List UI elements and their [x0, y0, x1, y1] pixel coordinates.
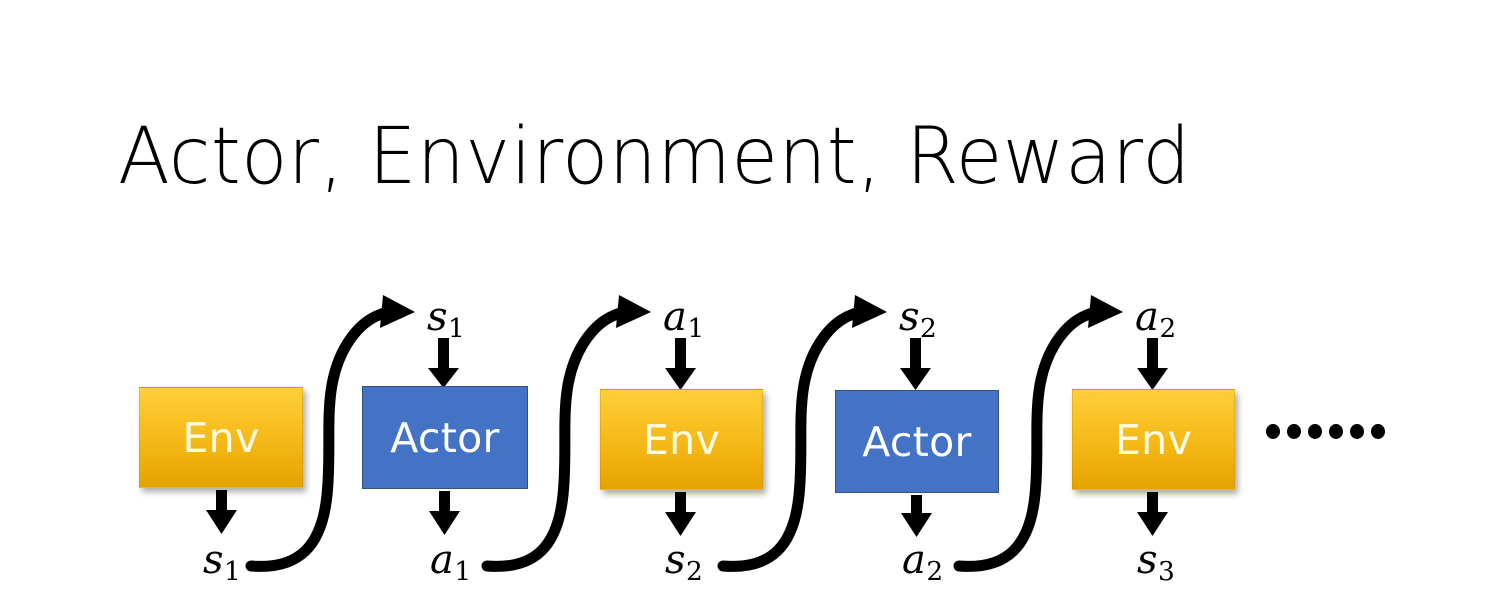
node-actor-2[interactable]: Actor [835, 390, 999, 493]
curved-arrow-group [245, 295, 1123, 572]
node-env-1-label: Env [182, 413, 260, 462]
label-a2-top: a2 [1135, 297, 1176, 343]
label-a2-bottom-sub: 2 [926, 556, 944, 588]
label-a2-top-sub: 2 [1159, 313, 1177, 345]
label-s2-bottom-base: s [665, 537, 686, 583]
arrow-s2-into-actor-2 [900, 338, 931, 390]
label-s1-top-base: s [427, 294, 448, 340]
label-a2-bottom: a2 [902, 540, 943, 586]
arrow-actor-2-to-a2 [901, 495, 932, 537]
node-env-2[interactable]: Env [600, 389, 763, 490]
label-s3-bottom-sub: 3 [1158, 556, 1175, 588]
label-s2-top-base: s [899, 294, 920, 340]
arrow-a2-into-env-3 [1137, 338, 1168, 390]
label-s2-bottom: s2 [665, 540, 703, 586]
curved-arrow-a1-feedback [481, 295, 651, 572]
label-s3-bottom-base: s [1137, 537, 1158, 583]
ellipsis-dot [1329, 424, 1343, 439]
node-env-3-label: Env [1114, 415, 1193, 464]
curved-arrow-s1-feedback [245, 295, 415, 572]
label-s1-bottom-base: s [203, 537, 224, 583]
arrow-env-2-to-s2 [665, 492, 696, 536]
curved-arrow-a2-feedback [953, 295, 1123, 572]
arrow-a1-into-env-2 [665, 338, 696, 390]
label-a1-bottom: a1 [430, 540, 471, 586]
node-actor-2-label: Actor [862, 417, 972, 466]
ellipsis-dot [1371, 424, 1385, 439]
label-s1-bottom: s1 [203, 540, 241, 586]
label-a1-top: a1 [663, 297, 704, 343]
ellipsis-dot [1287, 424, 1301, 439]
node-env-3[interactable]: Env [1072, 389, 1235, 490]
label-s1-top-sub: 1 [448, 313, 465, 345]
curved-arrow-s2-feedback [717, 295, 887, 572]
node-env-1[interactable]: Env [139, 387, 303, 488]
arrow-env-1-to-s1 [206, 490, 237, 534]
label-s2-top: s2 [899, 297, 937, 343]
ellipsis-dot [1266, 424, 1280, 439]
ellipsis-group-1 [1266, 424, 1322, 439]
arrow-env-3-to-s3 [1137, 492, 1168, 536]
ellipsis-continuation [1266, 424, 1385, 439]
arrow-s1-into-actor-1 [428, 338, 459, 388]
ellipsis-dot [1308, 424, 1322, 439]
label-s1-bottom-sub: 1 [224, 556, 241, 588]
arrow-actor-1-to-a1 [429, 491, 460, 535]
ellipsis-dot [1350, 424, 1364, 439]
label-s1-top: s1 [427, 297, 465, 343]
label-a2-top-base: a [1135, 294, 1159, 340]
page-title: Actor, Environment, Reward [118, 112, 1191, 202]
label-a1-bottom-sub: 1 [454, 556, 472, 588]
ellipsis-group-2 [1329, 424, 1385, 439]
node-actor-1-label: Actor [390, 413, 500, 462]
node-actor-1[interactable]: Actor [362, 386, 528, 489]
label-a2-bottom-base: a [902, 537, 926, 583]
label-a1-top-base: a [663, 294, 687, 340]
label-a1-bottom-base: a [430, 537, 454, 583]
node-env-2-label: Env [642, 415, 721, 464]
label-s2-bottom-sub: 2 [686, 556, 703, 588]
straight-arrow-group [206, 338, 1168, 537]
label-s3-bottom: s3 [1137, 540, 1175, 586]
label-s2-top-sub: 2 [920, 313, 937, 345]
label-a1-top-sub: 1 [687, 313, 705, 345]
